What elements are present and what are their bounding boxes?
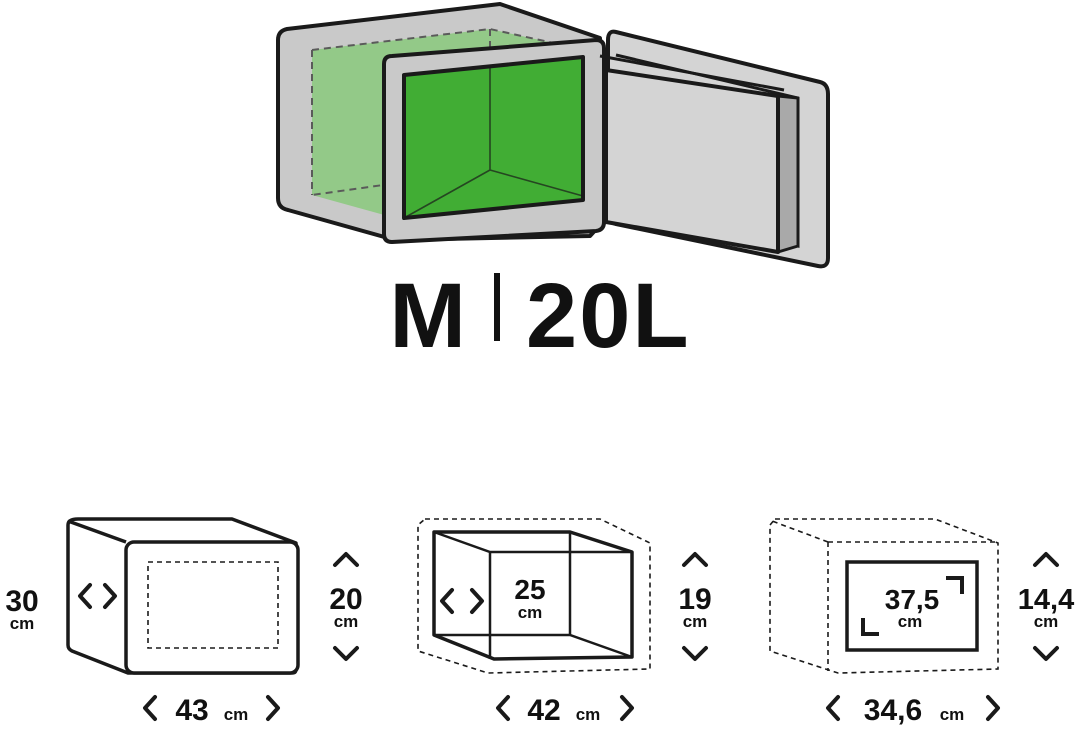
external-depth-unit: cm — [10, 614, 35, 633]
opening-diagonal-value: 37,5 — [885, 584, 940, 615]
internal-depth-arrows-icon — [440, 588, 484, 614]
diagonal-corners-icon — [861, 576, 964, 636]
door-panel — [604, 68, 780, 254]
safe-illustration — [276, 2, 830, 269]
width-arrows-icon — [143, 695, 280, 721]
opening-width-unit: cm — [940, 705, 965, 724]
internal-width-value: 42 — [527, 694, 560, 727]
internal-depth-unit: cm — [518, 603, 543, 622]
size-label: M — [389, 265, 469, 367]
door-edge — [776, 94, 800, 254]
external-height-value: 20 — [329, 583, 362, 616]
internal-width-unit: cm — [576, 705, 601, 724]
door-opening-panel: 37,5 cm 14,4 cm 34,6 cm — [769, 518, 1074, 727]
internal-dimensions-panel: 25 cm 19 cm 42 cm — [417, 518, 712, 727]
depth-arrows-icon — [78, 583, 117, 609]
external-front-inset — [147, 561, 279, 649]
interior-green — [402, 55, 585, 220]
internal-height-arrows-icon — [682, 552, 708, 661]
external-width-unit: cm — [224, 705, 249, 724]
internal-height-value: 19 — [678, 583, 711, 616]
internal-height-unit: cm — [683, 612, 708, 631]
opening-height-value: 14,4 — [1018, 584, 1074, 616]
opening-height-arrows-icon — [1033, 552, 1059, 661]
opening-width-arrows-icon — [826, 695, 1000, 721]
opening-width-value: 34,6 — [864, 694, 922, 727]
internal-width-arrows-icon — [496, 695, 634, 721]
external-dimensions-panel: 30 cm 20 cm 43 cm — [5, 517, 363, 727]
external-height-unit: cm — [334, 612, 359, 631]
opening-height-unit: cm — [1034, 612, 1059, 631]
heading-divider — [494, 273, 501, 341]
external-depth-value: 30 — [5, 585, 38, 618]
opening-diagonal-unit: cm — [898, 612, 923, 631]
volume-label: 20L — [526, 265, 691, 367]
internal-depth-value: 25 — [514, 574, 545, 605]
height-arrows-icon — [333, 552, 359, 661]
external-width-value: 43 — [175, 694, 208, 727]
